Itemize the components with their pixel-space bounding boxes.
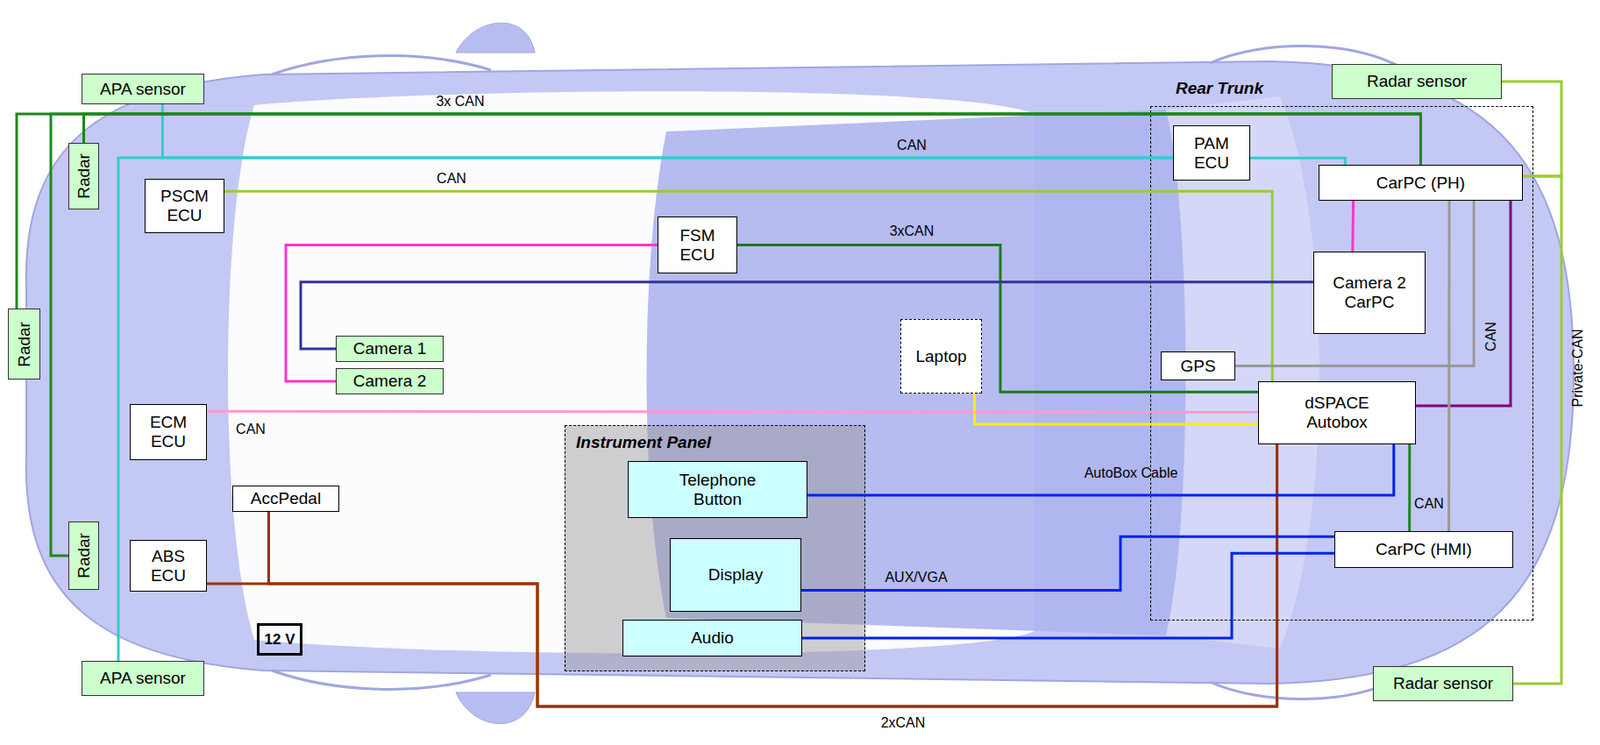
ecu-box: dSPACE Autobox [1258, 381, 1416, 445]
sensor-box: Radar sensor [1372, 666, 1514, 702]
box-label: Radar sensor [1366, 71, 1467, 92]
ecu-box: FSM ECU [657, 216, 738, 274]
bus-wire [737, 245, 1259, 393]
instrument-box: Telephone Button [627, 461, 808, 519]
bus-wire [1501, 81, 1562, 177]
bus-wire [206, 411, 1259, 413]
bus-label: CAN [896, 137, 927, 154]
bus-wire [300, 282, 1314, 349]
bus-label: 2xCAN [881, 715, 926, 732]
box-label: GPS [1180, 356, 1216, 377]
bus-wire [50, 113, 1422, 556]
bus-wire [1235, 200, 1474, 367]
sensor-box: Radar [7, 308, 41, 380]
sensor-box: APA sensor [81, 661, 205, 697]
box-label: Display [708, 565, 763, 585]
bus-wire [1408, 444, 1411, 532]
box-label: AccPedal [250, 489, 321, 509]
box-label: Audio [690, 628, 734, 648]
bus-label: 3x CAN [435, 93, 484, 110]
ecu-box: CarPC (PH) [1318, 164, 1523, 201]
bus-label: CAN [436, 170, 467, 187]
box-label: Camera 2 CarPC [1328, 273, 1412, 313]
bus-wire [801, 536, 1335, 591]
box-label: Radar [14, 321, 35, 368]
ecu-box: Camera 2 CarPC [1313, 251, 1426, 335]
bus-label: 3xCAN [889, 223, 935, 240]
bus-label: CAN [1414, 496, 1444, 512]
sensor-box: Radar sensor [1331, 64, 1502, 100]
ecu-box: CarPC (HMI) [1334, 531, 1514, 569]
laptop-box: Laptop [900, 319, 982, 394]
bus-wire [285, 245, 658, 383]
bus-wire [1351, 200, 1355, 252]
ecu-box: ABS ECU [129, 540, 207, 592]
ecu-box: ECM ECU [129, 404, 207, 461]
bus-label: Private-CAN [1570, 329, 1586, 408]
box-label: Radar [74, 533, 94, 579]
box-label: ECM ECU [142, 412, 195, 452]
bus-wire [162, 104, 1174, 159]
box-label: Camera 1 [353, 339, 427, 359]
box-label: Telephone Button [669, 470, 767, 510]
bus-wire [974, 393, 1259, 425]
bus-wire [16, 113, 1422, 309]
box-label: Camera 2 [353, 371, 427, 392]
bus-wire [1447, 200, 1451, 532]
box-label: PSCM ECU [154, 186, 216, 226]
instrument-box: Display [669, 538, 802, 612]
box-label: dSPACE Autobox [1293, 393, 1381, 433]
bus-label: CAN [235, 421, 266, 438]
bus-label: AUX/VGA [884, 569, 947, 586]
bus-wire [1250, 157, 1345, 165]
sensor-box: Radar [68, 142, 100, 210]
rear-trunk: Rear TrunkPAM ECUCarPC (PH)Camera 2 CarP… [1150, 106, 1534, 621]
box-label: PAM ECU [1187, 134, 1237, 173]
ecu-box: PSCM ECU [144, 178, 225, 234]
sensor-box: Radar [68, 521, 100, 591]
bus-wire [807, 444, 1394, 496]
bus-label: AutoBox Cable [1084, 465, 1179, 482]
box-label: APA sensor [99, 79, 186, 100]
voltage-box: 12 V [256, 623, 303, 656]
sensor-box: APA sensor [81, 73, 205, 105]
ecu-box: AccPedal [232, 485, 340, 512]
box-label: CarPC (PH) [1376, 173, 1465, 193]
box-label: FSM ECU [671, 226, 725, 265]
box-label: Radar [74, 153, 94, 200]
box-label: Radar sensor [1393, 674, 1494, 694]
region-heading: Rear Trunk [1175, 78, 1264, 99]
bus-wire [802, 553, 1335, 639]
ecu-box: GPS [1160, 351, 1236, 381]
region-heading: Instrument Panel [576, 433, 712, 453]
box-label: Laptop [915, 347, 967, 367]
instrument-box: Audio [622, 619, 803, 657]
sensor-box: Camera 2 [335, 368, 444, 395]
bus-label: CAN [1483, 321, 1500, 352]
bus-wire [1513, 176, 1562, 684]
bus-wire [1415, 200, 1511, 406]
box-label: CarPC (HMI) [1375, 540, 1472, 560]
ecu-box: PAM ECU [1173, 125, 1251, 181]
box-label: 12 V [264, 631, 296, 649]
bus-wire [224, 191, 1273, 382]
sensor-box: Camera 1 [335, 335, 444, 363]
box-label: APA sensor [99, 668, 186, 689]
instrument-panel: Instrument PanelTelephone ButtonDisplayA… [564, 425, 866, 672]
box-label: ABS ECU [142, 547, 195, 586]
